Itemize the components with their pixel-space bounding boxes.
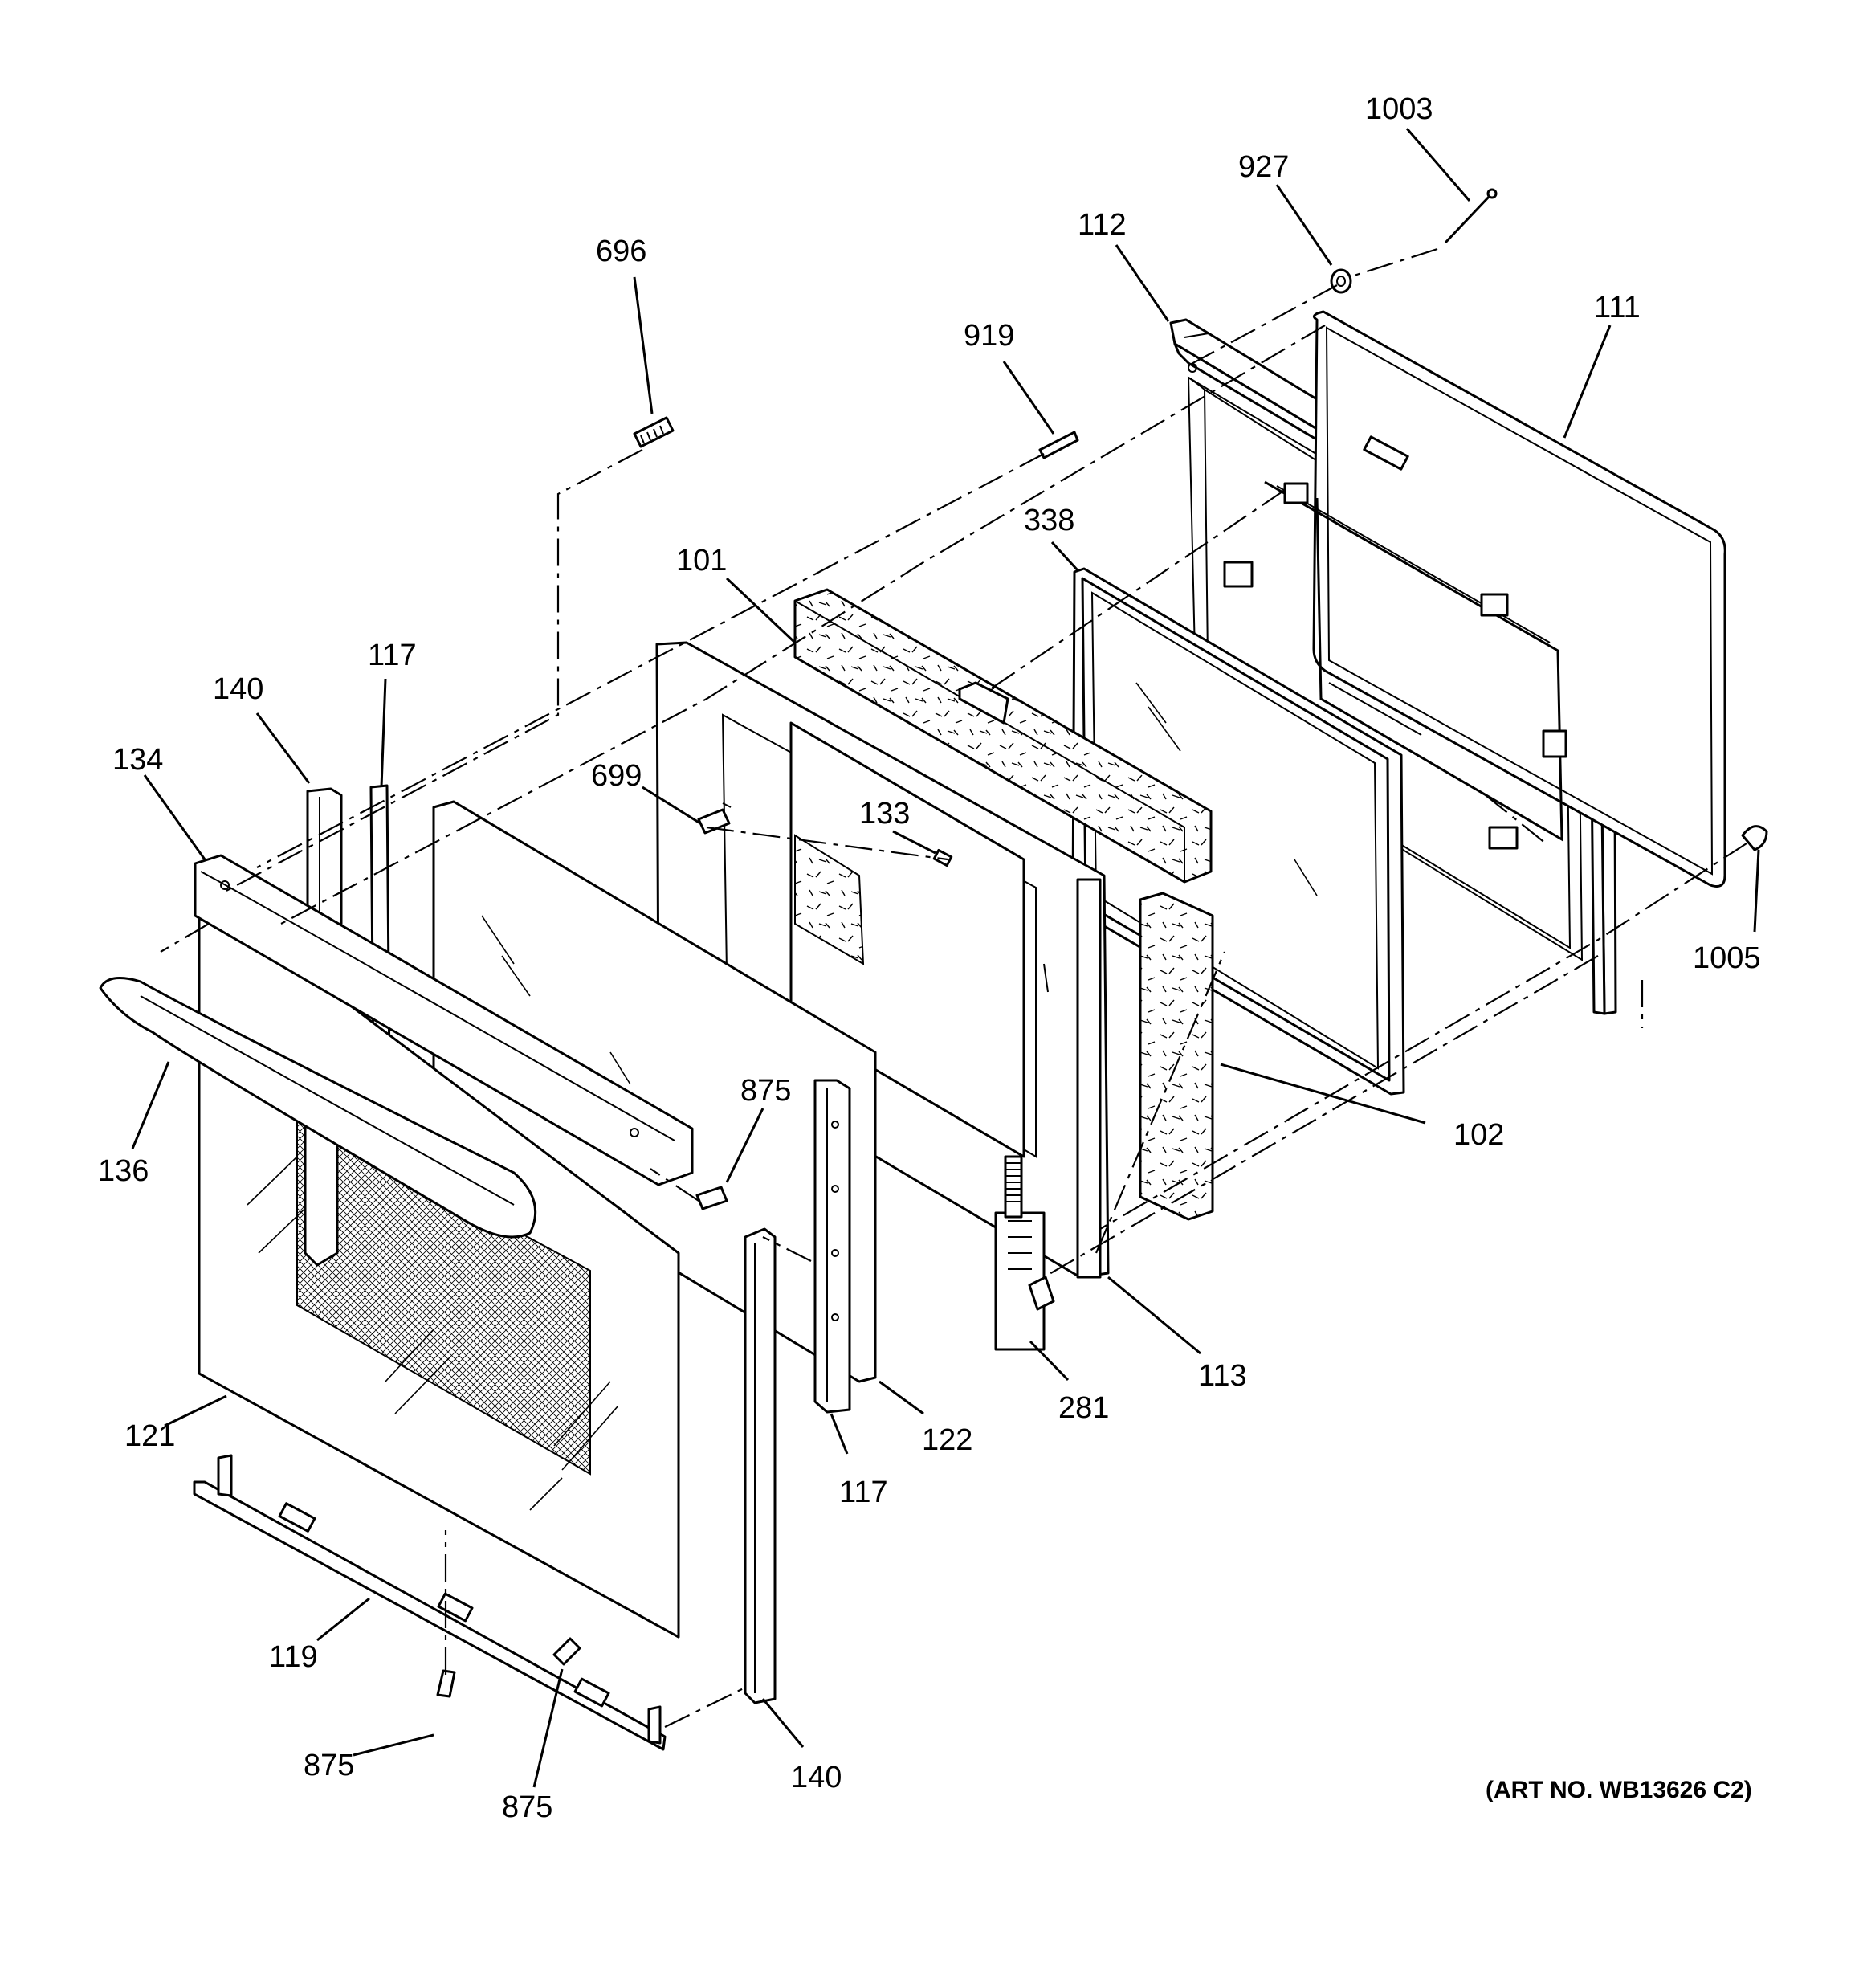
callout-875-left: 875: [304, 1749, 354, 1782]
inner-glass-338: [1071, 567, 1405, 1096]
clip-919: [1038, 431, 1079, 459]
clip-133: [932, 848, 953, 867]
door-gasket-111: [1312, 310, 1726, 888]
callout-labels: 1003 927 696 112 111 919 338 101 117 140…: [98, 92, 1761, 1824]
bottom-trim-119: [193, 1454, 667, 1751]
washer-927: [1330, 268, 1352, 294]
callout-338: 338: [1024, 504, 1074, 537]
callout-875-mid: 875: [740, 1074, 791, 1108]
leader-lines: [131, 128, 1760, 1788]
callout-699: 699: [591, 759, 642, 793]
top-trim-134: [194, 854, 694, 1186]
callout-696: 696: [596, 235, 646, 268]
screw-696: [633, 416, 675, 448]
callout-281: 281: [1058, 1391, 1109, 1425]
callout-134: 134: [112, 743, 163, 777]
assembly-lines: [160, 247, 1747, 1728]
side-trim-117-right: [813, 1079, 851, 1414]
callout-136: 136: [98, 1154, 149, 1188]
callout-140-bottom: 140: [791, 1761, 842, 1794]
screw-875-c: [552, 1637, 581, 1666]
callout-113: 113: [1198, 1359, 1247, 1393]
screw-875-b: [436, 1669, 456, 1698]
screw-875-a: [695, 1186, 728, 1210]
callout-927: 927: [1238, 150, 1289, 184]
insulation-101: [793, 588, 1213, 884]
callout-101: 101: [676, 544, 727, 578]
art-number: (ART NO. WB13626 C2): [1486, 1777, 1752, 1803]
callout-122: 122: [922, 1423, 972, 1457]
wire-frame-assembly: [1223, 480, 1567, 850]
callout-119: 119: [269, 1640, 318, 1674]
callout-117-bottom: 117: [839, 1476, 888, 1509]
callout-102: 102: [1453, 1118, 1504, 1152]
callout-133: 133: [859, 797, 910, 831]
callout-140-top: 140: [213, 672, 263, 706]
callout-112: 112: [1078, 208, 1127, 242]
screw-1005: [1741, 825, 1768, 851]
hinge-281: [994, 1155, 1055, 1351]
callout-919: 919: [964, 319, 1014, 353]
callout-111: 111: [1594, 291, 1641, 325]
callout-875-bottom: 875: [502, 1790, 552, 1824]
screw-699: [697, 808, 731, 835]
callout-1005: 1005: [1693, 941, 1761, 975]
screw-1003: [1444, 188, 1498, 244]
insulation-102: [1139, 892, 1214, 1221]
callout-117-top: 117: [368, 639, 417, 672]
side-trim-140-right: [744, 1227, 777, 1704]
callout-121: 121: [124, 1419, 175, 1453]
callout-1003: 1003: [1365, 92, 1433, 126]
door-handle-136: [99, 977, 537, 1239]
